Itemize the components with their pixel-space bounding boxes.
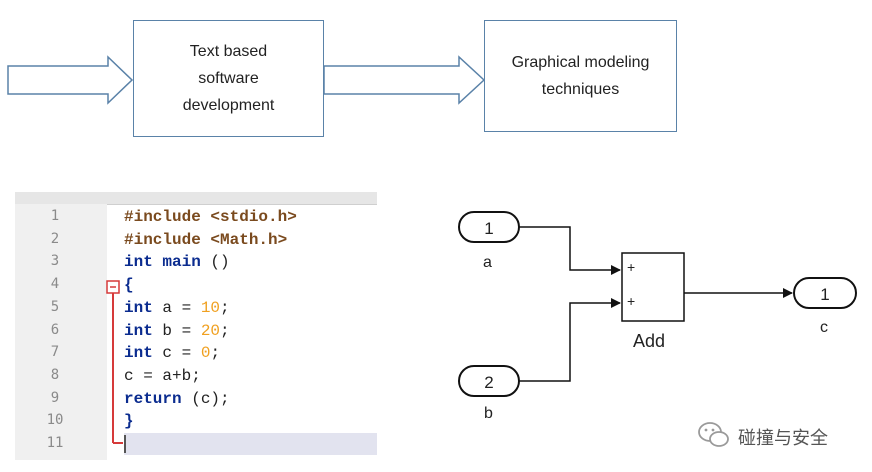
line-number: 6 — [50, 321, 60, 338]
line-number: 5 — [50, 298, 60, 315]
code-text: int b = 20; — [124, 321, 230, 340]
code-text: return (c); — [124, 389, 230, 408]
code-line[interactable]: 7 int c = 0; — [15, 342, 377, 364]
line-number: 7 — [50, 344, 60, 361]
code-line[interactable]: 4{ — [15, 274, 377, 296]
line-number: 4 — [50, 276, 60, 293]
line-number: 11 — [46, 435, 64, 451]
text-based-box: Text based software development — [133, 20, 324, 137]
code-line[interactable]: 3 int main () — [15, 251, 377, 273]
outport-c-block — [793, 277, 857, 309]
code-line[interactable]: 9 return (c); — [15, 388, 377, 410]
watermark-text: 碰撞与安全 — [738, 428, 828, 449]
signal-b-line — [519, 298, 621, 382]
line-number: 3 — [50, 253, 60, 270]
text-based-label: Text based software development — [182, 43, 275, 114]
line-number-gutter — [15, 204, 107, 460]
line-number: 8 — [50, 366, 60, 383]
code-line[interactable]: 1 #include <stdio.h> — [15, 206, 377, 228]
add-plus-bottom: + — [627, 293, 636, 309]
code-text: #include <stdio.h> — [124, 208, 297, 226]
flow-arrow — [323, 55, 486, 105]
signal-a-line — [519, 226, 621, 275]
inport-b-number: 2 — [484, 373, 494, 392]
code-text: int c = 0; — [124, 344, 221, 363]
code-line[interactable]: 11 — [47, 433, 377, 455]
code-line[interactable]: 6 int b = 20; — [15, 320, 377, 342]
add-block-label: Add — [633, 331, 666, 351]
fold-marker[interactable] — [15, 192, 377, 460]
code-text: int a = 10; — [124, 298, 230, 317]
wechat-icon — [698, 422, 729, 447]
line-number: 10 — [46, 412, 64, 429]
editor-toolbar-strip — [15, 192, 377, 205]
inport-a-label: a — [483, 254, 492, 271]
graphical-modeling-label: Graphical modeling techniques — [511, 54, 650, 98]
block-diagram — [458, 211, 857, 397]
add-plus-top: + — [627, 259, 636, 275]
line-number: 9 — [50, 389, 60, 406]
text-cursor — [124, 435, 126, 453]
code-line[interactable]: 10} — [15, 410, 377, 432]
inport-b-label: b — [484, 405, 493, 422]
input-arrow — [7, 55, 134, 105]
code-text: #include <Math.h> — [124, 230, 288, 249]
outport-c-label: c — [820, 319, 828, 336]
code-line[interactable]: 2 #include <Math.h> — [15, 229, 377, 251]
code-text: { — [124, 276, 134, 295]
add-block — [621, 252, 685, 322]
code-editor: 1 #include <stdio.h> 2 #include <Math.h> 3 in… — [15, 192, 377, 460]
outport-c-number: 1 — [820, 285, 830, 304]
graphical-modeling-box: Graphical modeling techniques — [484, 20, 677, 132]
code-text: int main () — [124, 253, 230, 272]
code-text: } — [124, 412, 134, 431]
code-line[interactable]: 8 c = a+b; — [15, 365, 377, 387]
flow-arrows — [7, 55, 486, 105]
code-line[interactable]: 5 int a = 10; — [15, 297, 377, 319]
inport-a-number: 1 — [484, 219, 494, 238]
line-number: 2 — [50, 230, 60, 247]
line-number: 1 — [50, 208, 60, 224]
code-text: c = a+b; — [124, 366, 201, 385]
